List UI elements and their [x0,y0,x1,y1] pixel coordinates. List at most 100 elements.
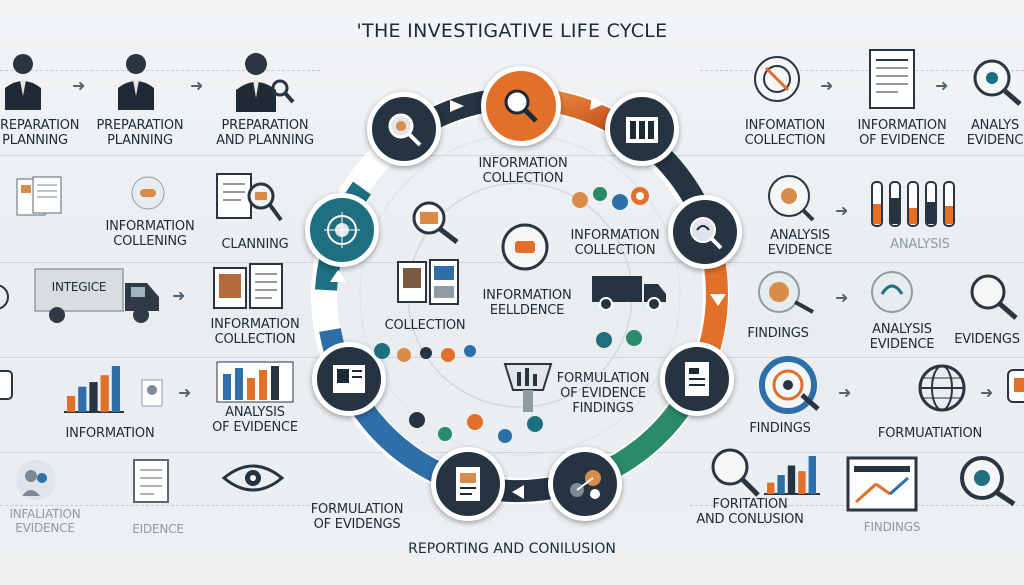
truck-icon [590,272,670,312]
step-label: INFORMATION EELLDENCE [482,288,572,318]
step-label: INFORMATION [65,426,155,441]
arrow-right-icon: ➜ [835,288,849,307]
step-label: ANALYSIS OF EVIDENCE [212,405,298,435]
step-label: COLLECTION [384,318,466,333]
connector-line [0,357,1024,358]
network-node [548,447,622,521]
connector-line [0,155,1024,156]
detective-icon [232,50,296,112]
arrow-right-icon: ➜ [980,383,994,402]
step-label: INFOMATION COLLECTION [744,118,826,148]
magnifier-icon [966,270,1020,320]
magnifier-icon [958,454,1018,506]
person-icon [115,50,157,110]
footer-caption: REPORTING AND CONILUSION [408,541,616,557]
arrow-right-icon: ➜ [835,201,849,220]
target-node [305,193,379,267]
mini-bar [777,475,785,494]
step-label: FORMULATION OF EVIDENGS [310,502,404,532]
fingerprint-scan-node [668,195,742,269]
bar-chart-icon [62,362,126,414]
report-icon [132,458,172,504]
small-icon-cluster [405,400,555,450]
test-tubes-icon [868,180,958,228]
mini-bar [787,465,796,494]
mini-bar [808,456,816,494]
target-scope-icon [754,355,828,415]
eye-icon [222,460,284,496]
step-label: ANALYSIS EVIDENCE [767,228,833,258]
arrow-right-icon: ➜ [935,76,949,95]
globe-icon [916,362,968,414]
truck-label: INTEGICE [51,280,107,294]
evidence-photos-icon [212,262,286,312]
search-node [481,66,561,146]
step-label: EVIDENGS [954,332,1020,347]
step-label: FORMULATION OF EVIDENCE FINDINGS [556,371,650,416]
step-label: ANALYSIS [890,237,950,252]
step-label: FINDINGS [747,326,809,341]
mini-bar [100,375,109,412]
step-label: FORMUATIATION [877,426,983,441]
truck-icon [33,265,163,325]
step-label: FINDINGS [749,421,811,436]
mini-bar [767,482,775,494]
step-label: CLANNING [221,237,289,252]
magnifier-document-icon [215,172,285,228]
fingerprint-scan-icon [755,268,819,316]
step-label: EIDENCE [132,522,184,536]
step-label: INFALIATION EVIDENCE [9,507,81,535]
step-label: ANALYSIS EVIDENCE [869,322,935,352]
device-icon [1006,366,1024,406]
person-icon [2,50,44,110]
step-label: INFORMATION COLLECTION [478,156,568,186]
evidence-files-icon [396,258,460,308]
bar-chart-icon [762,452,822,496]
fingerprint-icon [868,268,916,316]
step-label: PREPARATION PLANNING [96,118,184,148]
circle-edge-icon [0,283,12,311]
dashed-connector [700,70,1024,71]
report-node [660,342,734,416]
step-label: REPARATION PLANNING [0,118,80,148]
page-title: 'THE INVESTIGATIVE LIFE CYCLE [356,20,668,42]
mini-bar [798,471,806,494]
step-label: ANALYS EVIDENC [966,118,1024,148]
step-label: INFORMATION COLLECTION [570,228,660,258]
connector-line [0,452,1024,453]
arrow-right-icon: ➜ [178,383,192,402]
step-label: PREPARATION AND PLANNING [216,118,314,148]
target-icon [765,172,815,222]
magnifier-icon [970,56,1024,106]
documents-icon [15,175,63,221]
presentation-board-icon [846,456,918,512]
archive-node [605,92,679,166]
bar-chart-icon [215,360,295,404]
mini-bar [67,395,76,412]
analysis-icon [140,378,164,408]
circle-edge-icon [0,365,16,405]
step-label: INFORMATION OF EVIDENCE [857,118,947,148]
mini-bar [111,366,120,412]
magnifier-icon [405,198,465,246]
arrow-right-icon: ➜ [172,286,186,305]
report-icon [868,48,918,110]
step-label: INFORMATION COLLECTION [210,317,300,347]
evidence-board-node [312,342,386,416]
small-icon-cluster [592,322,652,358]
compass-target-icon [752,54,802,104]
dashed-connector [0,70,320,71]
fingerprint-icon [130,175,166,211]
small-icon-cluster [570,180,660,220]
arrow-right-icon: ➜ [838,383,852,402]
step-label: INFORMATION COLLENING [105,219,195,249]
arrow-right-icon: ➜ [820,76,834,95]
mini-bar [78,386,87,412]
step-label: FORITATION AND CONLUSION [696,497,804,527]
step-label: FINDINGS [863,520,921,534]
mini-bar [89,382,98,412]
arrow-right-icon: ➜ [190,76,204,95]
center-magnifier-icon [500,222,550,272]
magnifier-icon [708,445,762,499]
people-icon [14,460,58,502]
